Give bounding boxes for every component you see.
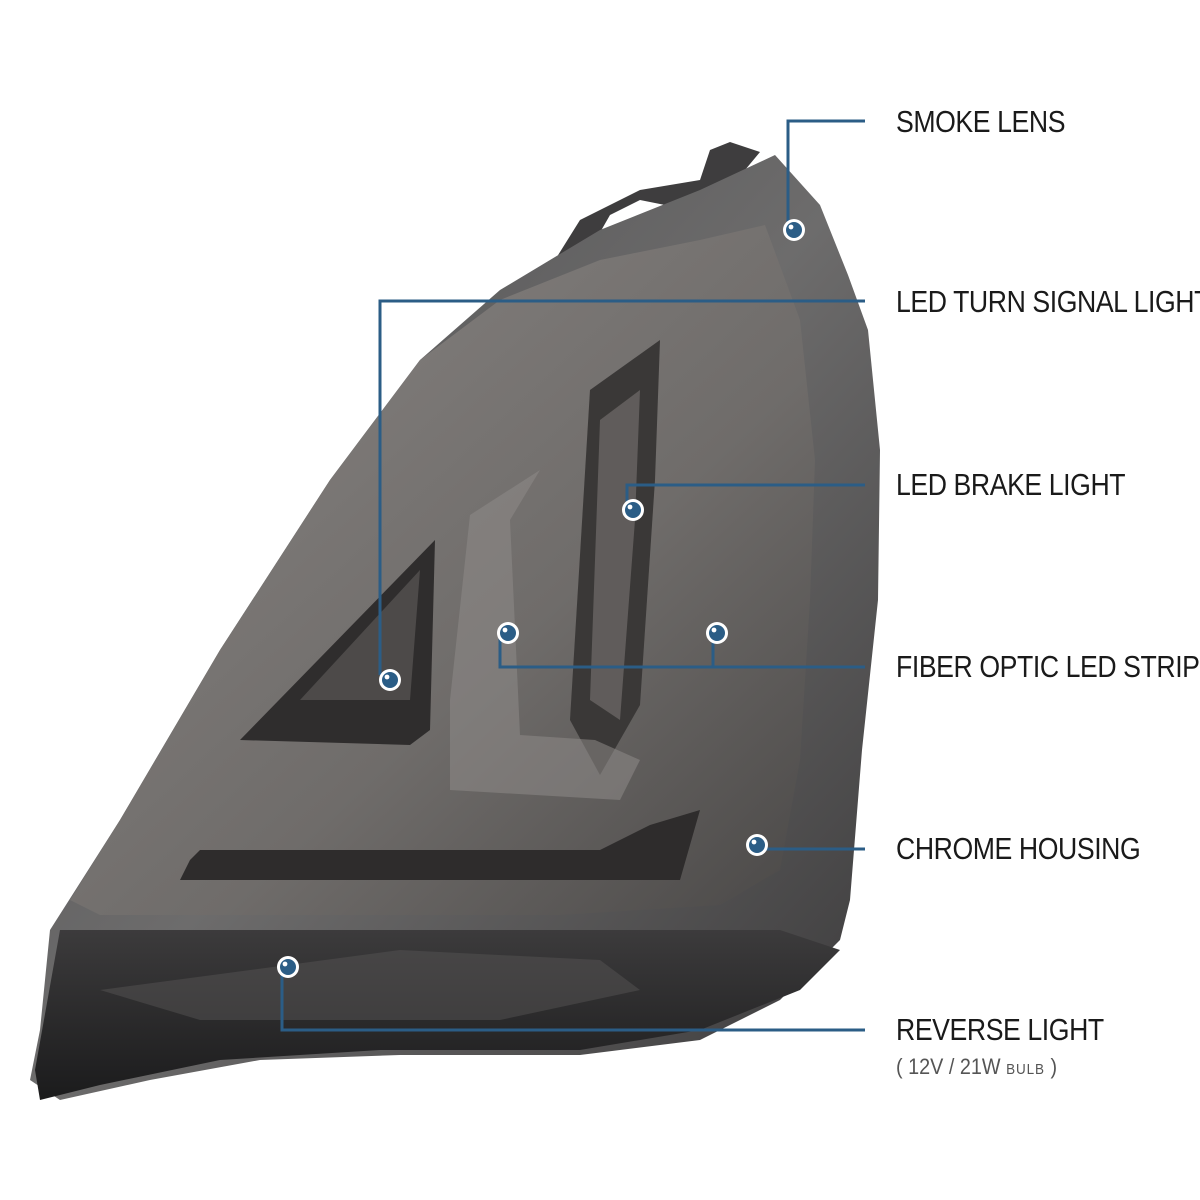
smoke-lens-marker bbox=[783, 219, 805, 241]
mounting-bracket bbox=[520, 142, 760, 330]
label-led-brake-light: LED BRAKE LIGHT bbox=[896, 467, 1126, 502]
spec-open-paren: ( bbox=[896, 1054, 903, 1079]
reverse-light-marker bbox=[277, 956, 299, 978]
reverse-light-leader bbox=[280, 970, 865, 1032]
label-led-turn-signal: LED TURN SIGNAL LIGHT bbox=[896, 284, 1200, 319]
label-smoke-lens: SMOKE LENS bbox=[896, 104, 1066, 139]
fiber-optic-leader bbox=[498, 635, 865, 669]
turn-signal-leader bbox=[378, 299, 865, 675]
brake-light-leader bbox=[625, 483, 865, 505]
fiber-optic-bar bbox=[450, 470, 640, 800]
spec-close-paren: ) bbox=[1050, 1054, 1058, 1079]
label-fiber-optic-strip: FIBER OPTIC LED STRIP bbox=[896, 649, 1200, 684]
turn-signal-marker bbox=[379, 669, 401, 691]
label-reverse-light: REVERSE LIGHT bbox=[896, 1012, 1104, 1047]
smoke-lens-leader bbox=[786, 119, 865, 225]
reverse-light-spec: ( 12V / 21W BULB ) bbox=[896, 1056, 1057, 1078]
lower-strip bbox=[180, 810, 700, 880]
label-chrome-housing: CHROME HOUSING bbox=[896, 831, 1141, 866]
chrome-housing-marker bbox=[746, 834, 768, 856]
fiber-optic-marker-left bbox=[497, 622, 519, 644]
fiber-optic-marker-right bbox=[706, 622, 728, 644]
brake-light-marker bbox=[622, 499, 644, 521]
spec-unit: BULB bbox=[1006, 1061, 1045, 1078]
callout-markers bbox=[277, 219, 805, 978]
spec-value: 12V / 21W bbox=[908, 1054, 1001, 1079]
